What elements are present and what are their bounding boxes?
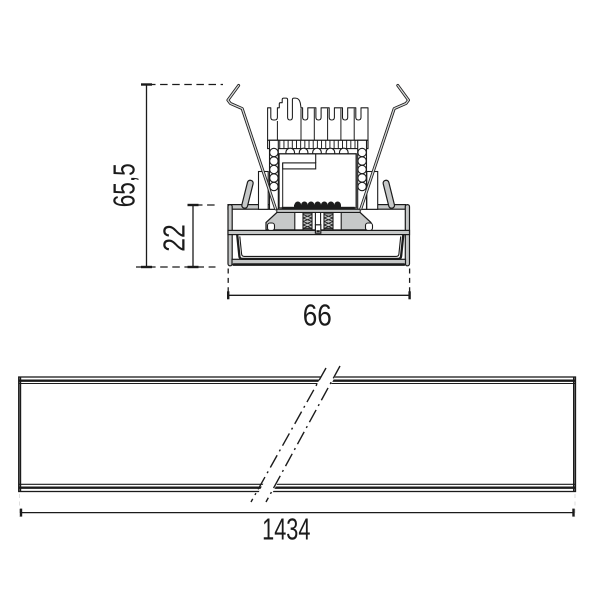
svg-text:1434: 1434 bbox=[262, 512, 310, 547]
svg-text:22: 22 bbox=[157, 224, 191, 252]
svg-text:65,5: 65,5 bbox=[106, 163, 141, 207]
svg-text:66: 66 bbox=[303, 299, 332, 334]
